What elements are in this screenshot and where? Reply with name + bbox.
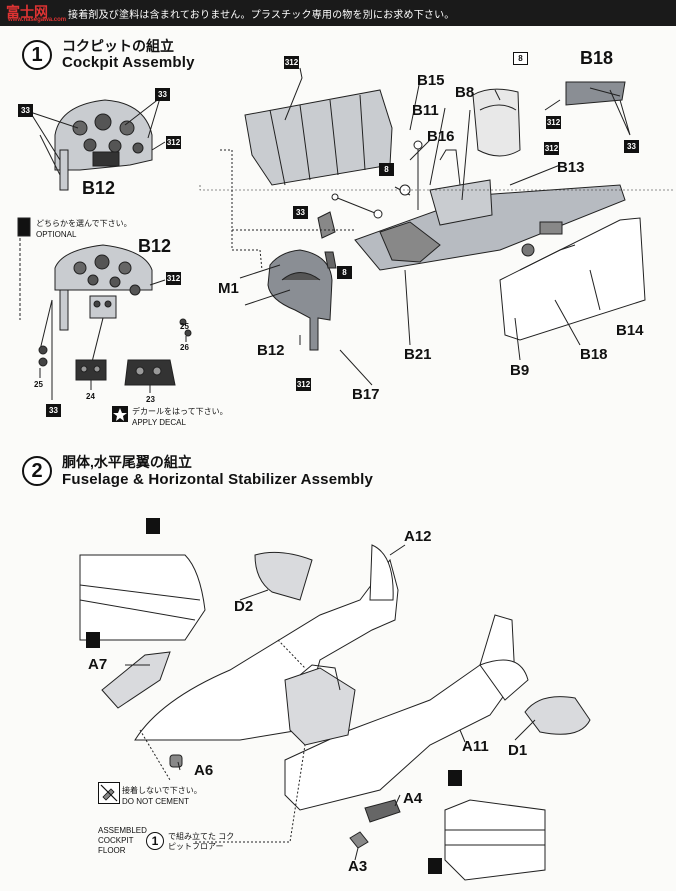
paint-code-8: 8 bbox=[337, 266, 352, 279]
paint-code-8: 8 bbox=[513, 52, 528, 65]
decal-number: 26 bbox=[180, 343, 189, 352]
ref-step-1: 1 bbox=[146, 832, 164, 850]
part-m1: M1 bbox=[218, 280, 239, 297]
assembled-cockpit-note-jp: で組み立てた コクピットフロアー bbox=[168, 832, 235, 851]
paint-code-312: 312 bbox=[284, 56, 299, 69]
part-b16: B16 bbox=[427, 128, 455, 145]
no-cement-icon bbox=[98, 782, 120, 804]
decal-note-jp: デカールをはって下さい。 bbox=[132, 407, 228, 416]
decal-number: 25 bbox=[34, 380, 43, 389]
decal-number: 25 bbox=[180, 322, 189, 331]
step-1-title-en: Cockpit Assembly bbox=[62, 54, 195, 71]
part-a7: A7 bbox=[88, 656, 108, 673]
step-2-title-en: Fuselage & Horizontal Stabilizer Assembl… bbox=[62, 471, 374, 488]
part-b17: B17 bbox=[352, 386, 380, 403]
header-text: 接着剤及び塗料は含まれておりません。プラスチック専用の物を別にお求め下さい。 bbox=[68, 10, 455, 21]
optional-note-jp: どちらかを選んで下さい。 bbox=[36, 219, 132, 228]
part-b8: B8 bbox=[455, 84, 475, 101]
part-b12-top: B12 bbox=[82, 178, 116, 198]
paint-code-312: 312 bbox=[166, 272, 181, 285]
part-b18-inset: B18 bbox=[580, 48, 614, 68]
step-1-number: 1 bbox=[22, 40, 52, 70]
step-1-title-jp: コクピットの組立 bbox=[62, 38, 174, 54]
decal-note-en: APPLY DECAL bbox=[132, 418, 186, 427]
no-cement-note-en: DO NOT CEMENT bbox=[122, 797, 189, 806]
part-a6: A6 bbox=[194, 762, 214, 779]
part-b11: B11 bbox=[412, 102, 439, 119]
part-a12: A12 bbox=[404, 528, 432, 545]
part-d1: D1 bbox=[508, 742, 528, 759]
part-a11: A11 bbox=[462, 738, 489, 755]
part-b18: B18 bbox=[580, 346, 608, 363]
paint-code-33: 33 bbox=[624, 140, 639, 153]
paint-code-33: 33 bbox=[155, 88, 170, 101]
paint-code-33: 33 bbox=[293, 206, 308, 219]
part-a4: A4 bbox=[403, 790, 423, 807]
assembled-cockpit-note-en: ASSEMBLED COCKPIT FLOOR bbox=[98, 826, 147, 855]
part-a3: A3 bbox=[348, 858, 368, 875]
step-2-title-jp: 胴体,水平尾翼の組立 bbox=[62, 454, 192, 470]
paint-code-312: 312 bbox=[546, 116, 561, 129]
part-b14: B14 bbox=[616, 322, 644, 339]
part-b12-bulkhead: B12 bbox=[257, 342, 285, 359]
part-b21: B21 bbox=[404, 346, 432, 363]
paint-code-33: 33 bbox=[46, 404, 61, 417]
part-b13: B13 bbox=[557, 159, 585, 176]
paint-code-33: 33 bbox=[18, 104, 33, 117]
step-2-number: 2 bbox=[22, 456, 52, 486]
part-b9: B9 bbox=[510, 362, 530, 379]
part-d2: D2 bbox=[234, 598, 254, 615]
decal-number: 23 bbox=[146, 395, 155, 404]
paint-code-8: 8 bbox=[379, 163, 394, 176]
decal-number: 24 bbox=[86, 392, 95, 401]
part-b15: B15 bbox=[417, 72, 445, 89]
no-cement-note-jp: 接着しないで下さい。 bbox=[122, 786, 202, 795]
paint-code-312: 312 bbox=[544, 142, 559, 155]
header-bar: 富士网 www.hasegawa.com 接着剤及び塗料は含まれておりません。プ… bbox=[0, 0, 676, 26]
part-b12-optional: B12 bbox=[138, 236, 172, 256]
watermark-logo: 富士网 www.hasegawa.com bbox=[6, 4, 67, 23]
optional-note-en: OPTIONAL bbox=[36, 230, 77, 239]
paint-code-312: 312 bbox=[296, 378, 311, 391]
paint-code-312: 312 bbox=[166, 136, 181, 149]
